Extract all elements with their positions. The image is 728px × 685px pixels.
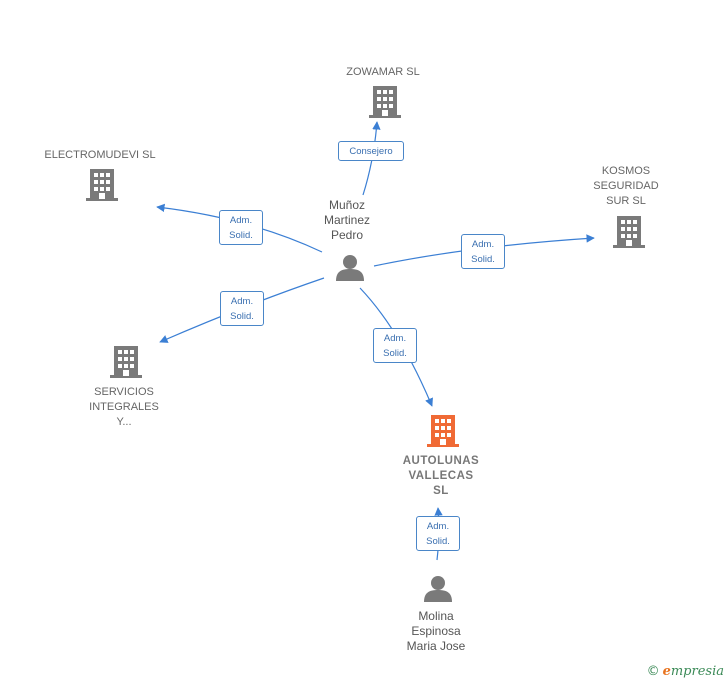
node-label-servicios[interactable]: SERVICIOS INTEGRALES Y...	[89, 386, 159, 428]
node-label-munoz[interactable]: Muñoz Martinez Pedro	[323, 198, 370, 242]
brand-initial: e	[662, 664, 671, 679]
kosmos-building-icon[interactable]	[613, 216, 645, 248]
munoz-person-icon[interactable]	[336, 255, 364, 281]
relation-badge-molina[interactable]: Adm. Solid.	[416, 516, 460, 551]
node-label-kosmos[interactable]: KOSMOS SEGURIDAD SUR SL	[593, 165, 659, 207]
relation-badge-kosmos[interactable]: Adm. Solid.	[461, 234, 505, 269]
empresia-logo[interactable]: ©empresia	[647, 664, 724, 679]
relation-badge-consejero[interactable]: Consejero	[338, 141, 404, 161]
node-label-autolunas[interactable]: AUTOLUNAS VALLECAS SL	[402, 455, 480, 497]
zowamar-building-icon[interactable]	[369, 86, 401, 118]
relation-badge-autolunas[interactable]: Adm. Solid.	[373, 328, 417, 363]
autolunas-building-icon[interactable]	[427, 415, 459, 447]
relation-badge-servicios[interactable]: Adm. Solid.	[220, 291, 264, 326]
copyright-icon: ©	[646, 664, 660, 679]
electromudevi-building-icon[interactable]	[86, 169, 118, 201]
node-label-molina[interactable]: Molina Espinosa Maria Jose	[406, 609, 466, 653]
servicios-building-icon[interactable]	[110, 346, 142, 378]
relation-badge-electromudevi[interactable]: Adm. Solid.	[219, 210, 263, 245]
node-label-electromudevi[interactable]: ELECTROMUDEVI SL	[44, 149, 156, 161]
brand-name: mpresia	[670, 664, 724, 679]
node-label-zowamar[interactable]: ZOWAMAR SL	[346, 66, 420, 78]
molina-person-icon[interactable]	[424, 576, 452, 602]
